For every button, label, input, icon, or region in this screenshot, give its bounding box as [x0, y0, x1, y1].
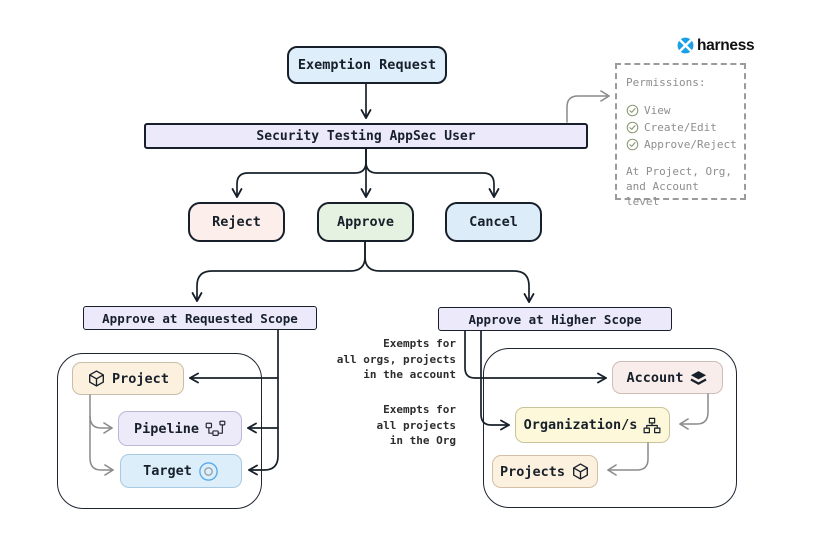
target-label: Target [143, 463, 192, 479]
org-chart-icon [643, 417, 661, 434]
pipeline-node: Pipeline [118, 411, 242, 446]
cancel-node: Cancel [445, 202, 542, 242]
exemption-request-label: Exemption Request [297, 57, 437, 73]
arrow-appsec-to-cancel [365, 148, 500, 198]
cube-icon [571, 462, 590, 481]
appsec-user-label: Security Testing AppSec User [256, 128, 476, 144]
organization-node: Organization/s [515, 407, 670, 443]
check-circle-icon [626, 104, 639, 117]
pipeline-label: Pipeline [133, 420, 200, 437]
account-node: Account [612, 361, 723, 394]
approve-requested-scope-header: Approve at Requested Scope [83, 306, 317, 330]
approve-node: Approve [317, 202, 414, 242]
permission-item-approve-reject: Approve/Reject [626, 136, 737, 153]
permissions-scope-note: At Project, Org, and Account level [626, 165, 732, 208]
arrow-approve-to-requested-scope [191, 241, 366, 302]
layers-icon [689, 369, 708, 386]
projects-label: Projects [499, 463, 566, 480]
harness-logo: harness [676, 36, 755, 55]
permission-item-create-edit: Create/Edit [626, 119, 735, 136]
org-exemption-note: Exempts for all projects in the Org [376, 403, 456, 447]
check-circle-icon [626, 121, 639, 134]
permission-label: Create/Edit [644, 121, 717, 134]
permissions-panel: Permissions: View Create/Edit [615, 63, 746, 208]
cancel-label: Cancel [469, 214, 518, 230]
permission-label: View [644, 104, 671, 117]
pipeline-icon [205, 420, 226, 437]
arrow-appsec-to-permissions [566, 90, 610, 123]
check-circle-icon [626, 138, 639, 151]
organization-label: Organization/s [523, 417, 638, 433]
requested-scope-label: Approve at Requested Scope [102, 310, 298, 326]
approve-higher-scope-header: Approve at Higher Scope [438, 307, 672, 331]
higher-scope-label: Approve at Higher Scope [468, 311, 642, 327]
permissions-title: Permissions: [626, 76, 706, 89]
arrow-appsec-to-reject [231, 148, 367, 198]
permission-item-view: View [626, 102, 735, 119]
exemption-request-node: Exemption Request [287, 46, 447, 84]
reject-node: Reject [188, 202, 285, 242]
account-label: Account [626, 369, 684, 386]
higher-scope-container [483, 348, 737, 508]
cube-icon [87, 369, 106, 388]
arrow-approve-to-higher-scope [364, 241, 535, 303]
permission-label: Approve/Reject [644, 138, 737, 151]
harness-icon [676, 36, 695, 55]
account-exemption-note: Exempts for all orgs, projects in the ac… [336, 337, 456, 381]
target-icon [198, 461, 219, 482]
target-node: Target [120, 454, 242, 488]
reject-label: Reject [212, 214, 261, 230]
project-label: Project [112, 370, 169, 387]
projects-node: Projects [492, 455, 598, 488]
appsec-user-node: Security Testing AppSec User [144, 123, 588, 149]
approve-label: Approve [337, 214, 394, 230]
project-node: Project [72, 362, 184, 395]
harness-logo-text: harness [697, 36, 755, 54]
